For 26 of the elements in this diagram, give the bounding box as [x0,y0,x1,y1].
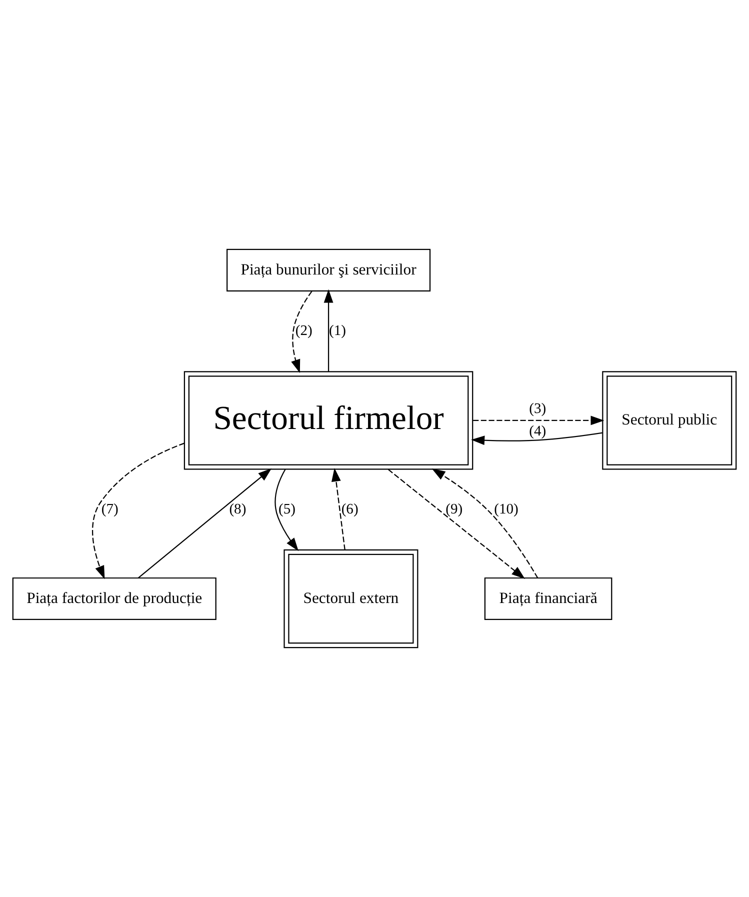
arrow [138,468,272,578]
arrow [388,469,526,580]
arrow [274,469,299,552]
edge-label: (3) [529,401,546,418]
arrow [291,290,312,373]
arrow [473,416,604,426]
node-box: Sectorul firmelor [184,371,474,470]
edge-label: (10) [494,501,518,518]
arrow [471,432,602,446]
arrow [432,468,538,578]
edge-label: (6) [341,501,358,518]
edge-label: (1) [329,323,346,340]
edge-label: (9) [446,501,463,518]
node-box: Sectorul extern [284,549,418,648]
node-box: Piața financiară [484,577,612,620]
arrow [324,289,334,372]
node-box: Piața factorilor de producție [12,577,216,620]
edge-label: (2) [295,323,312,340]
node-box: Sectorul public [602,371,737,470]
edge-label: (8) [229,501,246,518]
arrow [92,442,185,580]
edge-label: (7) [101,501,118,518]
edge-label: (4) [529,423,546,440]
edge-label: (5) [278,501,296,518]
node-box: Piața bunurilor şi serviciilor [226,248,431,292]
arrow [331,468,346,550]
